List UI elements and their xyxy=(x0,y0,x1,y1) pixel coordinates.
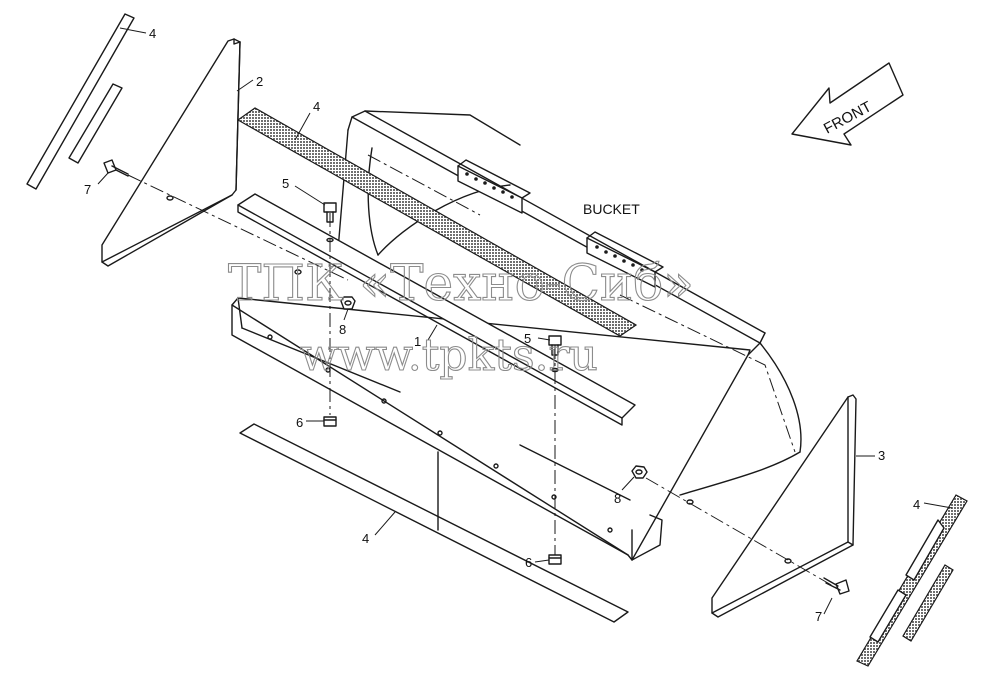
right-reflector-strips xyxy=(856,494,968,667)
callout-2: 2 xyxy=(256,74,263,89)
center-lines xyxy=(127,154,841,591)
callout-8: 8 xyxy=(339,322,346,337)
cutting-edge-bar xyxy=(237,193,636,426)
callout-4: 4 xyxy=(149,26,156,41)
nut-icon xyxy=(323,416,337,427)
left-reflector-strips xyxy=(26,13,135,190)
bolt-icon xyxy=(823,577,850,595)
callout-numbers: 4 2 4 5 7 8 1 5 6 4 6 8 3 4 7 xyxy=(84,26,920,624)
bolt-icon xyxy=(323,202,337,223)
callout-3: 3 xyxy=(878,448,885,463)
callout-7: 7 xyxy=(84,182,91,197)
front-arrow-icon: FRONT xyxy=(791,62,904,146)
callout-4: 4 xyxy=(362,531,369,546)
right-side-plate xyxy=(711,394,857,618)
reflective-strip-top xyxy=(236,107,638,337)
callout-6: 6 xyxy=(525,555,532,570)
callout-7: 7 xyxy=(815,609,822,624)
nut-icon xyxy=(631,465,648,479)
left-side-plate xyxy=(101,38,241,267)
bucket-body xyxy=(231,110,802,561)
reflective-strip-bottom xyxy=(239,423,629,623)
bucket-label: BUCKET xyxy=(583,201,640,217)
watermark-line-2: www.tpkts.ru xyxy=(300,330,598,381)
watermark: ТПК «Техно-Сиб» www.tpkts.ru xyxy=(227,253,694,381)
nut-icon xyxy=(548,554,562,565)
watermark-line-1: ТПК «Техно-Сиб» xyxy=(228,254,694,312)
callout-6: 6 xyxy=(296,415,303,430)
callout-8: 8 xyxy=(614,491,621,506)
bolt-icon xyxy=(103,159,129,177)
nut-icon xyxy=(340,296,356,310)
callout-4: 4 xyxy=(313,99,320,114)
callout-5: 5 xyxy=(282,176,289,191)
callout-4: 4 xyxy=(913,497,920,512)
callout-5: 5 xyxy=(524,331,531,346)
bolt-icon xyxy=(548,335,562,356)
leader-lines xyxy=(97,27,953,615)
callout-1: 1 xyxy=(414,334,421,349)
